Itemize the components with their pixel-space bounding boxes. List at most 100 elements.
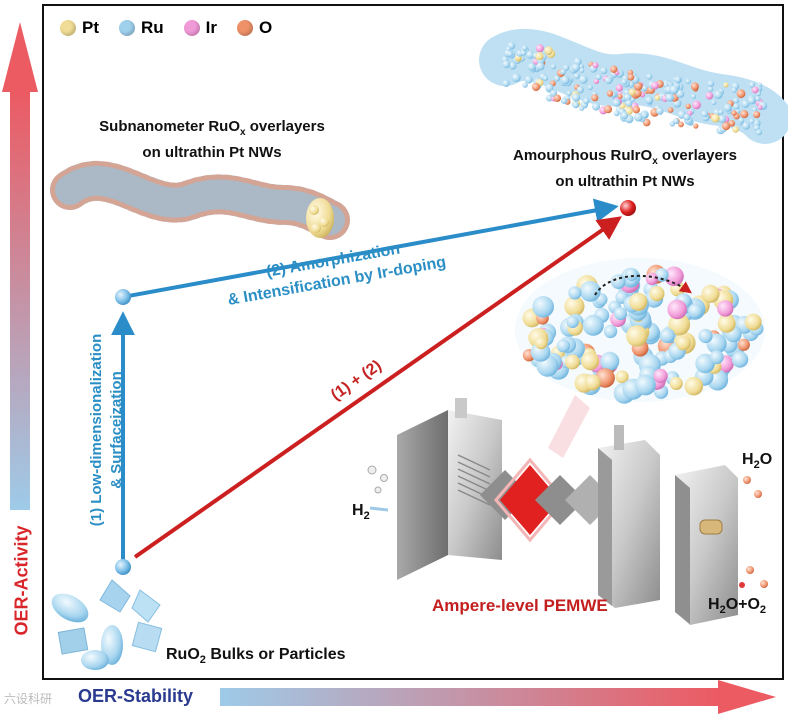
atom-sphere bbox=[542, 75, 549, 81]
atom-sphere bbox=[742, 121, 750, 130]
atom-sphere bbox=[571, 63, 581, 72]
atom-sphere bbox=[560, 97, 568, 104]
legend-swatch-o bbox=[237, 20, 254, 36]
atom-sphere bbox=[667, 107, 674, 113]
atom-sphere bbox=[747, 96, 756, 105]
combined-arrow bbox=[133, 216, 622, 559]
atom-sphere bbox=[592, 62, 599, 69]
atom-sphere bbox=[615, 370, 629, 384]
atom-sphere bbox=[628, 88, 636, 96]
atom-sphere bbox=[676, 89, 685, 98]
legend-swatch-pt bbox=[60, 20, 76, 36]
atom-sphere bbox=[683, 113, 691, 121]
atom-sphere bbox=[581, 352, 600, 371]
atom-sphere bbox=[550, 64, 557, 70]
atom-sphere bbox=[701, 284, 720, 303]
atom-sphere bbox=[600, 351, 620, 371]
atom-sphere bbox=[579, 75, 588, 84]
pemwe-device-illustration bbox=[367, 395, 768, 625]
atom-sphere bbox=[642, 118, 651, 127]
atom-sphere bbox=[748, 81, 756, 88]
atom-sphere bbox=[621, 78, 628, 85]
atom-sphere bbox=[535, 44, 544, 53]
atom-sphere bbox=[531, 82, 541, 92]
atom-sphere bbox=[545, 83, 554, 92]
target-point bbox=[620, 200, 636, 216]
atom-sphere bbox=[579, 67, 585, 73]
atom-sphere bbox=[566, 315, 579, 329]
atom-sphere bbox=[587, 84, 593, 91]
atom-sphere bbox=[736, 89, 746, 99]
atom-sphere bbox=[733, 103, 740, 110]
atom-sphere bbox=[623, 93, 632, 102]
atom-sphere bbox=[614, 307, 627, 321]
atom-sphere bbox=[629, 292, 648, 311]
atom-sphere bbox=[656, 107, 664, 115]
atom-sphere bbox=[502, 60, 511, 69]
atom-sphere bbox=[603, 324, 618, 339]
atom-sphere bbox=[625, 99, 633, 107]
atom-sphere bbox=[576, 86, 584, 94]
atom-sphere bbox=[707, 86, 714, 92]
y-axis-label: OER-Activity bbox=[11, 525, 32, 636]
atom-sphere bbox=[579, 280, 601, 302]
atom-sphere bbox=[507, 51, 513, 57]
atom-sphere bbox=[544, 46, 553, 55]
legend-swatch-ru bbox=[119, 20, 135, 36]
atom-sphere bbox=[667, 299, 687, 320]
atom-sphere bbox=[645, 272, 659, 286]
atom-sphere bbox=[717, 300, 734, 317]
atom-sphere bbox=[627, 73, 635, 81]
atom-sphere bbox=[669, 376, 683, 390]
atom-sphere bbox=[641, 84, 648, 92]
atom-sphere bbox=[520, 50, 527, 56]
legend-item-o: O bbox=[237, 18, 272, 38]
atom-sphere bbox=[659, 328, 675, 344]
atom-sphere bbox=[688, 303, 703, 319]
atom-sphere bbox=[634, 112, 643, 122]
atom-sphere bbox=[595, 74, 602, 80]
catalyst-surface-zoom bbox=[515, 258, 765, 404]
legend-label: Pt bbox=[82, 18, 99, 37]
atom-sphere bbox=[731, 87, 737, 93]
atom-sphere bbox=[582, 97, 590, 105]
atom-sphere bbox=[645, 96, 654, 105]
atom-sphere bbox=[755, 96, 761, 102]
atom-sphere bbox=[566, 90, 572, 96]
atom-sphere bbox=[649, 286, 665, 302]
atom-sphere bbox=[718, 109, 724, 115]
atom-sphere bbox=[722, 122, 731, 131]
atom-sphere bbox=[674, 76, 682, 84]
legend-label: O bbox=[259, 18, 273, 37]
atom-sphere bbox=[669, 121, 675, 127]
atom-sphere bbox=[534, 336, 548, 350]
atom-sphere bbox=[527, 62, 536, 71]
atom-sphere bbox=[615, 84, 623, 92]
atom-sphere bbox=[692, 100, 701, 110]
legend-swatch-ir bbox=[183, 20, 200, 36]
atom-sphere bbox=[502, 79, 510, 88]
atom-sphere bbox=[524, 75, 533, 84]
atom-sphere bbox=[532, 296, 554, 318]
atom-sphere bbox=[655, 268, 669, 282]
legend-label: Ir bbox=[205, 18, 218, 37]
atom-sphere bbox=[641, 112, 648, 119]
x-axis-arrow bbox=[220, 680, 776, 714]
legend-label: Ru bbox=[141, 18, 164, 37]
atom-sphere bbox=[731, 351, 749, 368]
atom-sphere bbox=[633, 81, 643, 91]
atom-sphere bbox=[584, 374, 601, 391]
atom-sphere bbox=[718, 115, 727, 123]
atom-sphere bbox=[693, 123, 699, 129]
atom-sphere bbox=[549, 89, 558, 97]
atom-sphere bbox=[685, 103, 691, 110]
start-point bbox=[115, 559, 131, 575]
atom-sphere bbox=[723, 103, 732, 112]
subnano-nanowire-illustration bbox=[50, 160, 350, 240]
legend-item-pt: Pt bbox=[60, 18, 99, 38]
atom-sphere bbox=[556, 339, 571, 353]
atom-sphere bbox=[711, 113, 720, 123]
atom-sphere bbox=[522, 82, 528, 88]
atom-sphere bbox=[651, 81, 659, 90]
atom-sphere bbox=[707, 80, 715, 87]
